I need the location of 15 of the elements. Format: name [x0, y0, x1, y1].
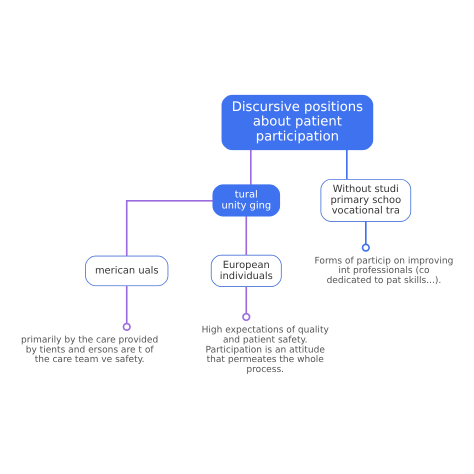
node-text: primarily by the care provided by tients and ersons are t of the care team ve safety. — [21, 334, 158, 365]
node-box: Discursive positions about patient participation — [222, 94, 374, 150]
node-text: Forms of particip on improving int professionals (co dedicated to pat skills...). — [314, 256, 454, 286]
connector — [122, 285, 131, 330]
connector — [126, 200, 213, 256]
connector — [346, 149, 348, 179]
node-box: merican uals — [85, 255, 168, 286]
connector — [362, 221, 370, 252]
connector — [245, 216, 248, 255]
node-box: tural unity ging — [212, 184, 280, 216]
connector — [250, 149, 252, 184]
node-text: High expectations of quality and patient safety. Participation is an attitude that permeates the whole process. — [202, 325, 329, 375]
node-box: Without studi primary schoo vocational tra — [320, 178, 412, 222]
node-box: European individuals — [210, 254, 282, 286]
connector — [242, 286, 250, 321]
